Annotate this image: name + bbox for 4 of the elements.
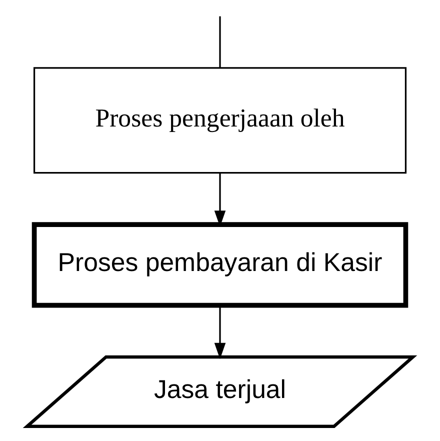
node-box: Proses pengerjaaan oleh: [33, 67, 407, 174]
arrow: [214, 306, 226, 360]
connector: [219, 16, 221, 68]
node-box: Proses pembayaran di Kasir: [32, 222, 408, 308]
